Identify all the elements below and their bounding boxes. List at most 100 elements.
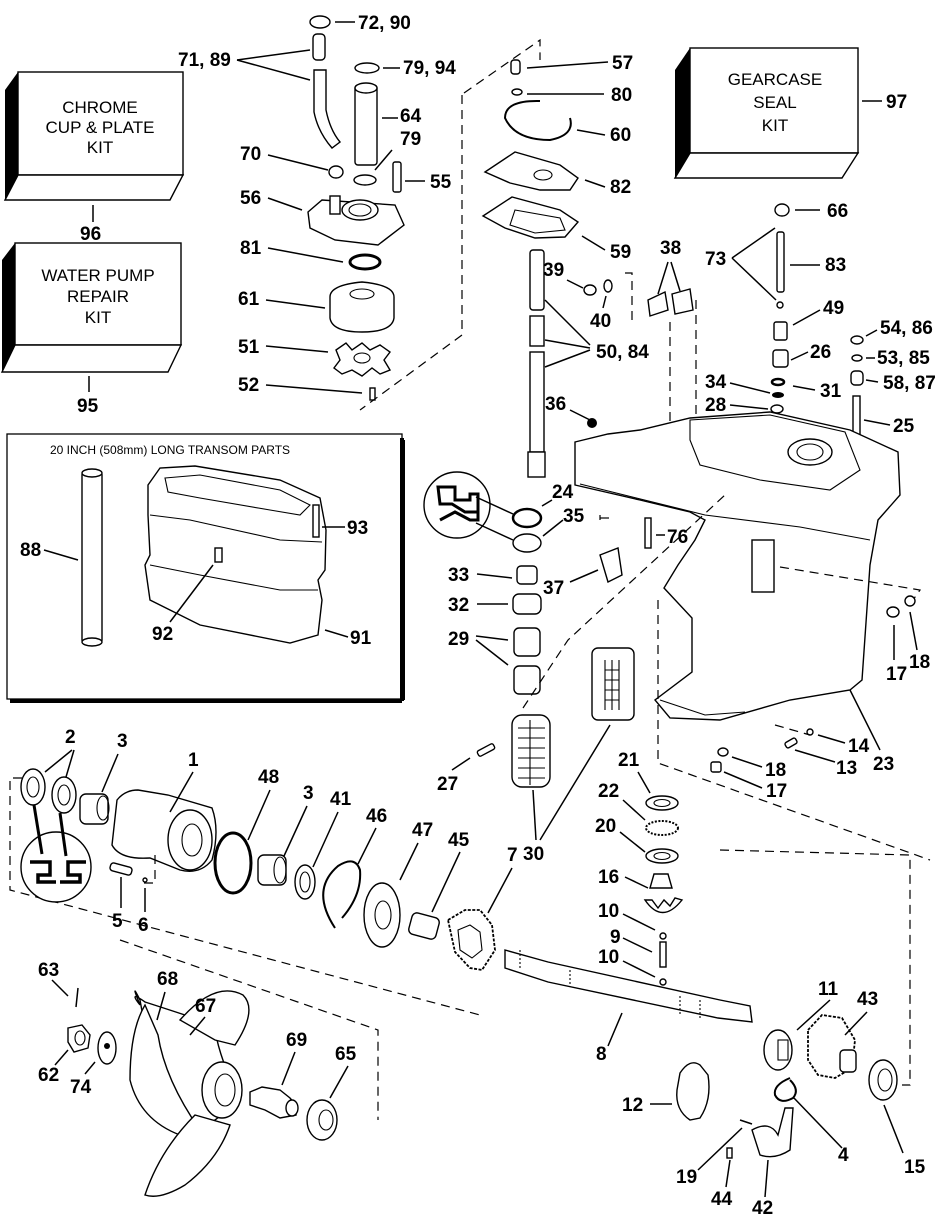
gearcase-housing: 23 bbox=[574, 411, 931, 861]
callout-40: 40 bbox=[590, 311, 611, 332]
callout-7: 7 bbox=[507, 845, 518, 866]
callout-14: 14 bbox=[848, 736, 870, 757]
callout-63: 63 bbox=[38, 960, 59, 981]
callout-53-85: 53, 85 bbox=[877, 348, 930, 369]
callout-48: 48 bbox=[258, 767, 279, 788]
pump-plate-assembly: 57 80 60 82 59 bbox=[463, 38, 633, 263]
callout-65: 65 bbox=[335, 1044, 357, 1065]
callout-19: 19 bbox=[676, 1167, 697, 1188]
callout-8: 8 bbox=[596, 1044, 607, 1065]
callout-60: 60 bbox=[610, 125, 631, 146]
callout-45: 45 bbox=[448, 830, 470, 851]
callout-27: 27 bbox=[437, 774, 458, 795]
callout-46: 46 bbox=[366, 806, 387, 827]
chrome-cup-plate-kit-box: CHROME CUP & PLATE KIT 96 bbox=[3, 71, 185, 245]
callout-36: 36 bbox=[545, 394, 566, 415]
callout-70: 70 bbox=[240, 144, 261, 165]
callout-2: 2 bbox=[65, 727, 76, 748]
kit-text-line: KIT bbox=[762, 116, 788, 135]
callout-22: 22 bbox=[598, 781, 619, 802]
callout-61: 61 bbox=[238, 289, 260, 310]
callout-33: 33 bbox=[448, 565, 469, 586]
callout-52: 52 bbox=[238, 375, 259, 396]
kit-text-line: CHROME bbox=[62, 98, 138, 117]
callout-37: 37 bbox=[543, 578, 564, 599]
callout-49: 49 bbox=[823, 298, 844, 319]
water-screen-assembly: 30 27 bbox=[437, 647, 635, 865]
callout-88: 88 bbox=[20, 540, 41, 561]
callout-79: 79 bbox=[400, 129, 421, 150]
callout-21: 21 bbox=[618, 750, 640, 771]
shift-rod-assembly: 66 83 73 49 26 31 34 28 bbox=[705, 201, 848, 416]
kit-text-line: KIT bbox=[87, 138, 113, 157]
callout-10a: 10 bbox=[598, 901, 619, 922]
transom-inset-title: 20 INCH (508mm) LONG TRANSOM PARTS bbox=[50, 443, 290, 457]
callout-3b: 3 bbox=[303, 783, 314, 804]
callout-50-84: 50, 84 bbox=[596, 342, 649, 363]
callout-68: 68 bbox=[157, 969, 178, 990]
callout-91: 91 bbox=[350, 628, 372, 649]
callout-76: 76 bbox=[667, 527, 688, 548]
callout-35: 35 bbox=[563, 506, 585, 527]
callout-6: 6 bbox=[138, 915, 149, 936]
kit-text-line: WATER PUMP bbox=[41, 266, 154, 285]
stud-assembly: 54, 86 53, 85 58, 87 25 bbox=[850, 318, 936, 447]
callout-17a: 17 bbox=[886, 664, 907, 685]
callout-62: 62 bbox=[38, 1065, 59, 1086]
callout-71-89: 71, 89 bbox=[178, 50, 231, 71]
propeller-assembly: 63 62 74 68 67 69 65 bbox=[38, 939, 379, 1197]
callout-67: 67 bbox=[195, 996, 216, 1017]
kit-text-line: GEARCASE bbox=[728, 70, 822, 89]
callout-10b: 10 bbox=[598, 947, 619, 968]
callout-43: 43 bbox=[857, 989, 878, 1010]
bearing-housing-assembly: 2 3 1 5 6 48 3 41 bbox=[9, 727, 518, 1016]
callout-20: 20 bbox=[595, 816, 616, 837]
callout-28: 28 bbox=[705, 395, 726, 416]
callout-23: 23 bbox=[873, 754, 894, 775]
callout-93: 93 bbox=[347, 518, 368, 539]
callout-73: 73 bbox=[705, 249, 726, 270]
seal-stack: 24 35 33 32 29 37 bbox=[423, 471, 726, 709]
callout-56: 56 bbox=[240, 188, 261, 209]
driveshaft-assembly: 50, 84 39 40 36 bbox=[527, 249, 649, 478]
callout-31: 31 bbox=[820, 381, 842, 402]
callout-18a: 18 bbox=[909, 652, 930, 673]
callout-30: 30 bbox=[523, 844, 544, 865]
callout-11: 11 bbox=[818, 979, 839, 1000]
callout-83: 83 bbox=[825, 255, 846, 276]
callout-42: 42 bbox=[752, 1198, 773, 1215]
callout-1: 1 bbox=[188, 750, 199, 771]
kit-text-line: SEAL bbox=[753, 93, 796, 112]
callout-15: 15 bbox=[904, 1157, 926, 1178]
callout-17b: 17 bbox=[766, 781, 787, 802]
callout-41: 41 bbox=[330, 789, 352, 810]
callout-58-87: 58, 87 bbox=[883, 373, 936, 394]
callout-51: 51 bbox=[238, 337, 260, 358]
callout-13: 13 bbox=[836, 758, 857, 779]
propeller-shaft-assembly: 8 11 43 15 12 4 42 19 44 bbox=[504, 849, 926, 1215]
callout-54-86: 54, 86 bbox=[880, 318, 933, 339]
callout-59: 59 bbox=[610, 242, 631, 263]
kit-text-line: REPAIR bbox=[67, 287, 129, 306]
callout-95: 95 bbox=[77, 396, 99, 417]
callout-4: 4 bbox=[838, 1145, 849, 1166]
callout-47: 47 bbox=[412, 820, 433, 841]
callout-55: 55 bbox=[430, 172, 452, 193]
callout-79-94: 79, 94 bbox=[403, 58, 456, 79]
callout-72-90: 72, 90 bbox=[358, 13, 411, 34]
callout-80: 80 bbox=[611, 85, 632, 106]
callout-12: 12 bbox=[622, 1095, 643, 1116]
callout-82: 82 bbox=[610, 177, 631, 198]
inset-shadow bbox=[402, 440, 405, 700]
callout-74: 74 bbox=[70, 1077, 92, 1098]
callout-69: 69 bbox=[286, 1030, 307, 1051]
callout-81: 81 bbox=[240, 238, 262, 259]
gearcase-seal-kit-box: GEARCASE SEAL KIT 97 bbox=[673, 47, 907, 179]
callout-64: 64 bbox=[400, 106, 422, 127]
drain-screws: 17 18 14 13 18 17 bbox=[710, 595, 930, 802]
callout-29: 29 bbox=[448, 629, 469, 650]
long-transom-parts-inset: 20 INCH (508mm) LONG TRANSOM PARTS 88 93… bbox=[6, 433, 404, 703]
callout-92: 92 bbox=[152, 624, 173, 645]
callout-57: 57 bbox=[612, 53, 633, 74]
water-pump-repair-kit-box: WATER PUMP REPAIR KIT 95 bbox=[0, 242, 183, 417]
